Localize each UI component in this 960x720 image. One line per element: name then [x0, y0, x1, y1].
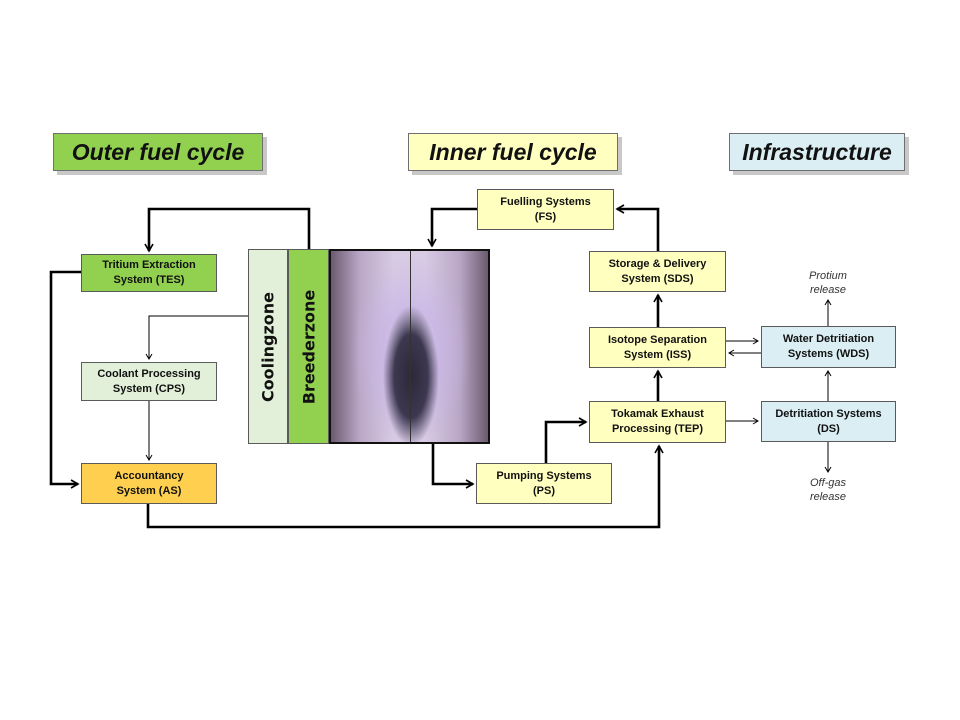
sds-label: Storage & Delivery System (SDS) [608, 257, 707, 285]
accountancy-system-box: Accountancy System (AS) [81, 463, 217, 504]
tokamak-exhaust-processing-box: Tokamak Exhaust Processing (TEP) [589, 401, 726, 443]
outer-fuel-cycle-label: Outer fuel cycle [71, 138, 245, 165]
infrastructure-header: Infrastructure [729, 133, 905, 171]
tritium-extraction-system-box: Tritium Extraction System (TES) [81, 254, 217, 292]
pumping-systems-box: Pumping Systems (PS) [476, 463, 612, 504]
arrow-tokamak-to-ps [431, 444, 475, 489]
protium-release-note: Protium release [809, 270, 847, 296]
isotope-separation-system-box: Isotope Separation System (ISS) [589, 327, 726, 368]
tes-label: Tritium Extraction System (TES) [102, 259, 196, 286]
tokamak-divider-line [410, 251, 411, 442]
as-label: Accountancy System (AS) [114, 469, 184, 497]
arrow-breeder-to-tes [144, 207, 311, 253]
arrow-cooling-to-cps [145, 315, 248, 360]
coolant-processing-system-box: Coolant Processing System (CPS) [81, 362, 217, 401]
cps-label: Coolant Processing System (CPS) [97, 367, 201, 395]
breeder-zone: Breederzone [288, 249, 329, 444]
cooling-zone: Coolingzone [248, 249, 288, 444]
tep-label: Tokamak Exhaust Processing (TEP) [611, 408, 704, 435]
off-gas-release-note: Off-gas release [809, 477, 847, 503]
inner-fuel-cycle-label: Inner fuel cycle [429, 138, 597, 165]
fs-label: Fuelling Systems (FS) [500, 195, 591, 223]
arrow-sds-to-fs [615, 204, 660, 251]
storage-delivery-system-box: Storage & Delivery System (SDS) [589, 251, 726, 292]
ps-label: Pumping Systems (PS) [496, 469, 592, 497]
water-detritiation-systems-box: Water Detritiation Systems (WDS) [761, 326, 896, 368]
arrow-fs-to-tokamak [427, 207, 477, 248]
ds-label: Detritiation Systems (DS) [775, 407, 882, 435]
detritiation-systems-box: Detritiation Systems (DS) [761, 401, 896, 442]
outer-fuel-cycle-header: Outer fuel cycle [53, 133, 263, 171]
arrow-as-to-tep [146, 444, 664, 529]
tokamak-interior-image [329, 249, 490, 444]
infrastructure-label: Infrastructure [742, 138, 892, 165]
arrow-ps-to-tep [544, 417, 588, 463]
iss-label: Isotope Separation System (ISS) [607, 333, 708, 361]
fuelling-systems-box: Fuelling Systems (FS) [477, 189, 614, 230]
wds-label: Water Detritiation Systems (WDS) [782, 333, 875, 360]
arrow-tes-to-as [49, 270, 81, 489]
inner-fuel-cycle-header: Inner fuel cycle [408, 133, 618, 171]
